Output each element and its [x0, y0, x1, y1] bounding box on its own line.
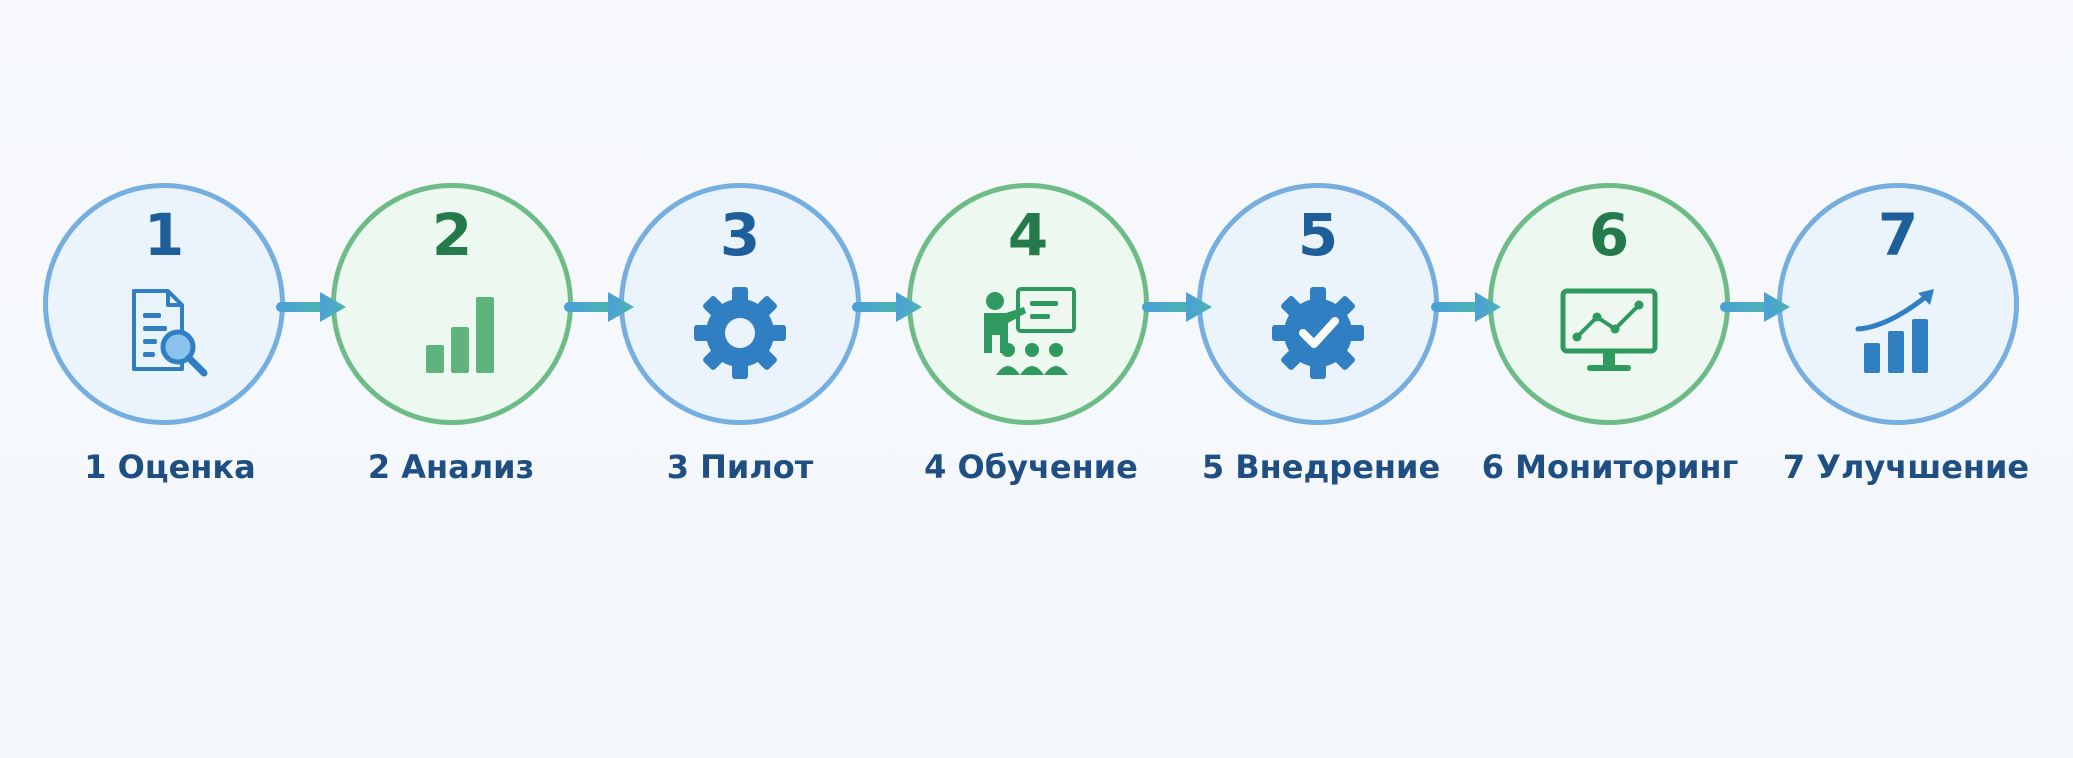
step-1: 1 — [43, 183, 285, 425]
step-label: 2 Анализ — [367, 448, 535, 486]
step-number: 3 — [719, 201, 761, 269]
step-circle — [1777, 183, 2019, 425]
step-circle — [43, 183, 285, 425]
step-circle — [331, 183, 573, 425]
step-label: 7 Улучшение — [1782, 448, 2030, 486]
gear-check-icon — [1272, 287, 1364, 379]
step-2: 2 — [331, 183, 573, 425]
step-label: 5 Внедрение — [1201, 448, 1441, 486]
arrow-connector — [852, 292, 922, 322]
step-label: 3 Пилот — [666, 448, 814, 486]
step-6: 6 — [1488, 183, 1730, 425]
step-number: 1 — [143, 201, 185, 269]
step-3: 3 — [619, 183, 861, 425]
step-number: 5 — [1297, 201, 1339, 269]
step-5: 5 — [1197, 183, 1439, 425]
step-number: 7 — [1877, 201, 1919, 269]
gear-icon — [694, 287, 786, 379]
step-7: 7 — [1777, 183, 2019, 425]
document-search-icon — [132, 289, 208, 377]
step-4: 4 — [907, 183, 1149, 425]
monitor-chart-icon — [1560, 288, 1658, 371]
step-number: 2 — [431, 201, 473, 269]
step-label: 4 Обучение — [924, 448, 1138, 486]
growth-chart-icon — [1855, 289, 1934, 373]
arrow-connector — [276, 292, 346, 322]
arrow-connector — [564, 292, 634, 322]
step-label: 1 Оценка — [84, 448, 256, 486]
step-number: 4 — [1007, 201, 1049, 269]
step-label: 6 Мониторинг — [1481, 448, 1739, 486]
bar-chart-icon — [426, 297, 494, 373]
arrow-connector — [1720, 292, 1790, 322]
presentation-training-icon — [984, 287, 1076, 375]
arrow-connector — [1142, 292, 1212, 322]
step-number: 6 — [1588, 201, 1630, 269]
arrow-connector — [1431, 292, 1501, 322]
